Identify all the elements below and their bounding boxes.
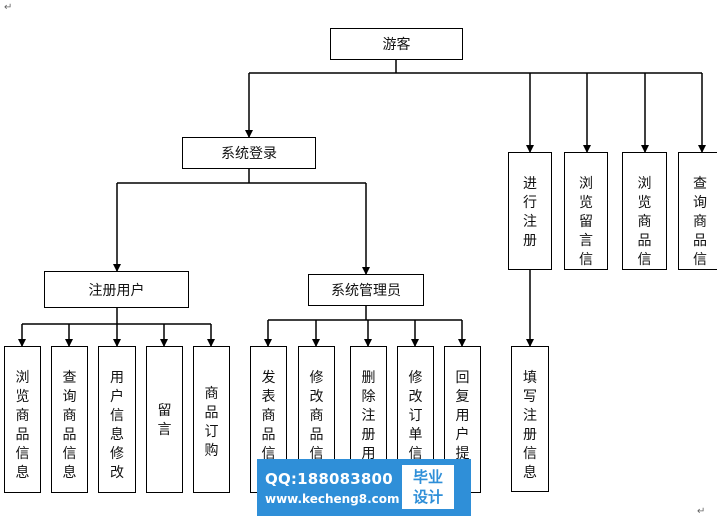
- node-admin-publish-goods: 发表商品信: [250, 346, 287, 493]
- node-label: 浏览商品信息: [637, 176, 652, 268]
- node-label: 注册用户: [88, 282, 145, 299]
- node-label: 查询商品信息: [693, 176, 707, 268]
- node-user-edit-info: 用户信息修改: [98, 346, 136, 493]
- node-user-browse-goods: 浏览商品信息: [4, 346, 41, 493]
- watermark-qq: QQ:188083800: [265, 470, 393, 488]
- paragraph-mark-icon: ↵: [697, 506, 706, 517]
- node-browse-messages: 浏览留言信息: [564, 152, 608, 270]
- node-guest-browse-goods: 浏览商品信息: [622, 152, 667, 270]
- node-user-order: 商品订购: [193, 346, 230, 493]
- node-label: 查询商品信息: [62, 370, 77, 481]
- watermark-badge: 毕业 设计: [402, 465, 454, 509]
- node-label: 商品订购: [204, 386, 219, 459]
- node-system-login: 系统登录: [182, 137, 316, 169]
- node-label: 进行注册: [523, 176, 537, 249]
- node-fill-registration: 填写注册信息: [511, 346, 549, 492]
- node-label: 用户信息修改: [110, 370, 124, 481]
- node-system-admin: 系统管理员: [308, 274, 424, 306]
- node-label: 浏览留言信息: [579, 176, 593, 268]
- node-user-message: 留言: [146, 346, 183, 493]
- node-label: 留言: [157, 403, 172, 438]
- node-label: 游客: [382, 37, 411, 53]
- paragraph-mark-icon: ↵: [4, 2, 13, 13]
- node-user-query-goods: 查询商品信息: [51, 346, 88, 493]
- watermark-banner: QQ:188083800 www.kecheng8.com 毕业 设计: [257, 459, 471, 516]
- node-label: 修改订单信: [408, 370, 423, 462]
- node-register: 进行注册: [508, 152, 552, 270]
- watermark-badge-line2: 设计: [412, 488, 443, 506]
- node-label: 浏览商品信息: [15, 370, 30, 481]
- node-label: 系统管理员: [331, 283, 401, 299]
- node-guest-query-goods: 查询商品信息: [678, 152, 717, 270]
- node-label: 系统登录: [221, 146, 277, 162]
- node-label: 发表商品信: [261, 370, 276, 462]
- node-label: 填写注册信息: [523, 370, 537, 481]
- node-label: 修改商品信: [309, 370, 324, 462]
- watermark-url: www.kecheng8.com: [265, 492, 400, 506]
- node-label: 删除注册用: [361, 370, 376, 462]
- watermark-badge-line1: 毕业: [412, 468, 443, 486]
- node-registered-user: 注册用户: [44, 271, 189, 308]
- node-visitor: 游客: [330, 28, 463, 60]
